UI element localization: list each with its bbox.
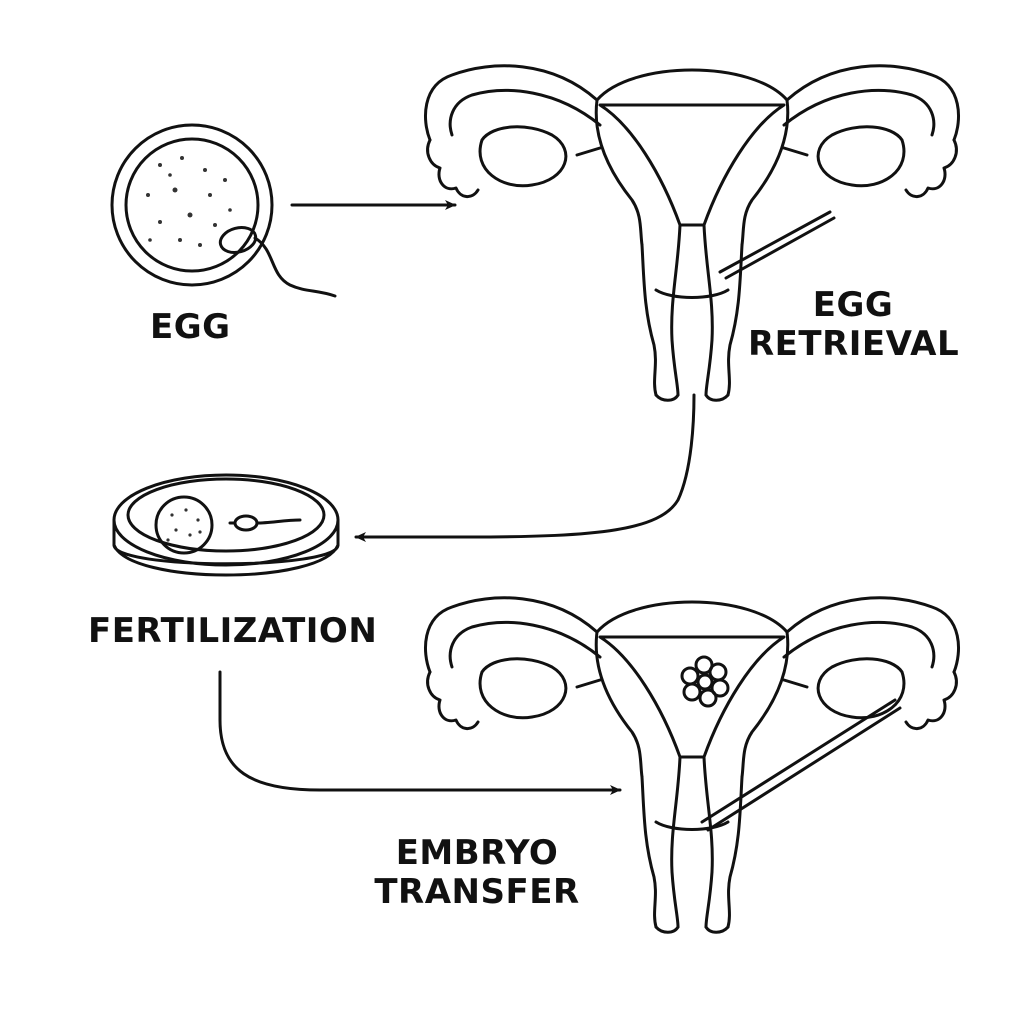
egg-label: EGG (150, 307, 231, 347)
catheter-icon (718, 210, 836, 280)
embryo-icon (680, 655, 730, 708)
egg-retrieval-label-line-1: EGG (812, 285, 894, 325)
arrow-fertilization-to-transfer (218, 670, 622, 795)
embryo-transfer-label: EMBRYO TRANSFER (372, 833, 582, 913)
sperm-icon (218, 226, 337, 298)
embryo-transfer-label-line-1: EMBRYO (395, 833, 559, 873)
egg-retrieval-label-line-2: RETRIEVAL (748, 324, 960, 365)
embryo-transfer-label-line-2: TRANSFER (374, 872, 580, 913)
fertilization-label: FERTILIZATION (88, 611, 378, 651)
egg-cell-icon (110, 123, 274, 287)
catheter-icon (700, 698, 902, 832)
arrow-retrieval-to-fertilization (354, 393, 696, 542)
petri-dish-icon (112, 473, 340, 577)
egg-retrieval-label: EGG RETRIEVAL (748, 285, 960, 365)
